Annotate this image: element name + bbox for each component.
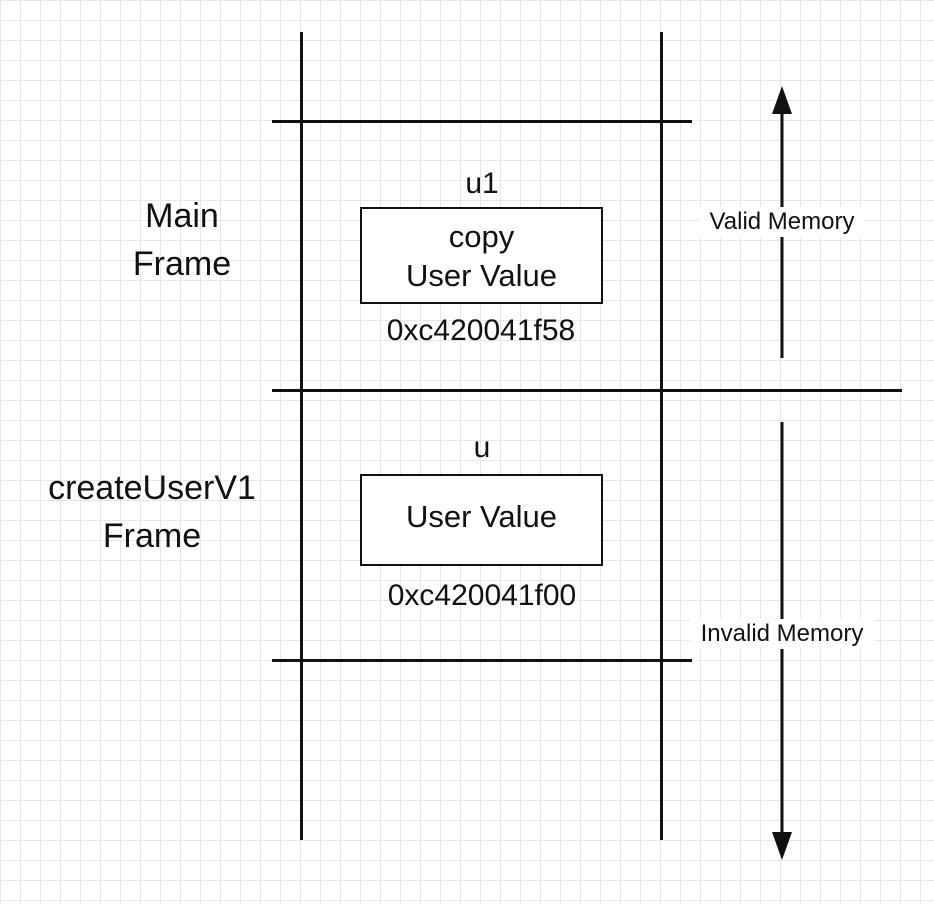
main-frame-label: Main Frame: [82, 192, 282, 288]
u-variable-label: u: [473, 431, 491, 464]
u1-box-line2: User Value: [405, 257, 558, 293]
stack-left-border: [300, 32, 303, 840]
valid-memory-arrow-head: [772, 86, 792, 114]
create-user-frame-label-line1: createUserV1: [48, 469, 256, 507]
u1-variable-label: u1: [465, 167, 499, 200]
valid-memory-label: Valid Memory: [700, 207, 864, 237]
stack-right-border: [660, 32, 663, 840]
create-user-frame-label-line2: Frame: [102, 517, 202, 555]
invalid-memory-label: Invalid Memory: [690, 619, 874, 649]
u-box-line1: User Value: [405, 499, 558, 534]
invalid-memory-arrow-head: [772, 832, 792, 860]
main-frame-label-line1: Main: [145, 197, 219, 235]
u1-box-line1: copy: [448, 218, 515, 254]
u1-value-box: copy User Value: [360, 207, 603, 304]
create-user-frame-label: createUserV1 Frame: [22, 464, 282, 560]
main-frame-top-divider: [272, 120, 692, 123]
u-value-box: User Value: [360, 474, 603, 566]
u-address: 0xc420041f00: [387, 579, 577, 612]
create-frame-bottom-divider: [272, 659, 692, 662]
frame-boundary-divider: [272, 389, 902, 392]
u1-address: 0xc420041f58: [386, 314, 576, 347]
main-frame-label-line2: Frame: [132, 245, 232, 283]
